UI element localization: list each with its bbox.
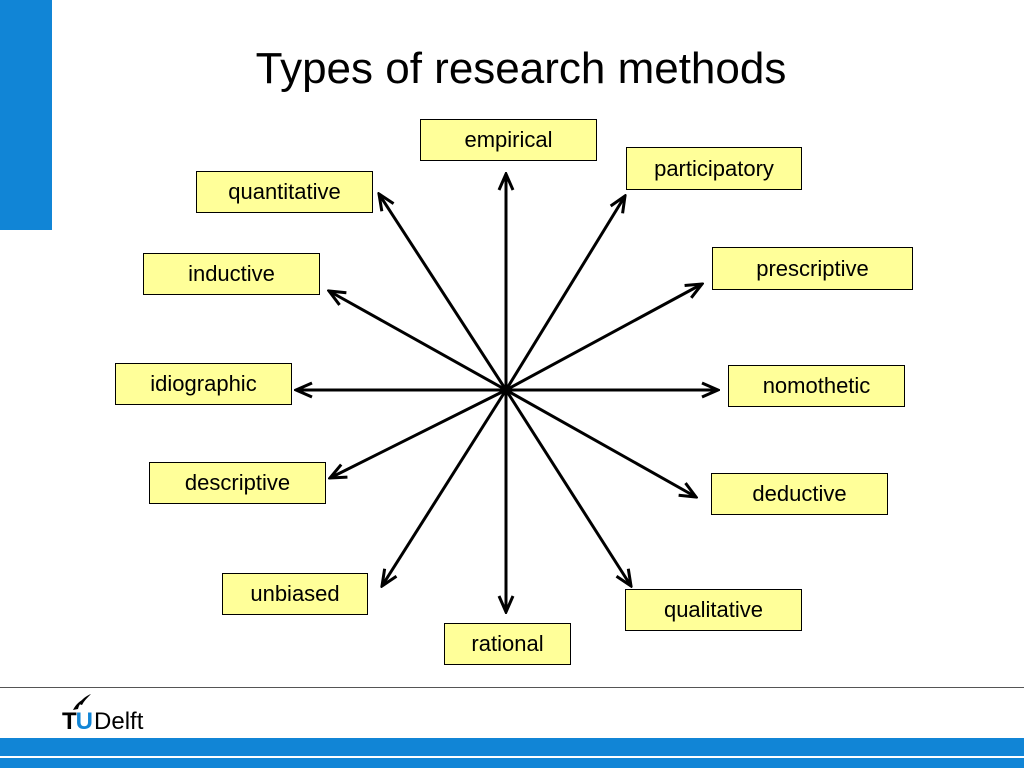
label-inductive: inductive (143, 253, 320, 295)
arrow-quantitative (379, 194, 508, 391)
label-descriptive: descriptive (149, 462, 326, 504)
footer-divider (0, 687, 1024, 688)
tudelft-logo: TU Delft (62, 690, 143, 736)
label-quantitative: quantitative (196, 171, 373, 213)
logo-t: T (62, 708, 77, 735)
arrow-unbiased (382, 389, 508, 586)
label-qualitative: qualitative (625, 589, 802, 631)
label-unbiased: unbiased (222, 573, 368, 615)
arrow-qualitative (504, 389, 631, 586)
flame-icon (73, 694, 91, 710)
arrow-deductive (505, 388, 696, 497)
label-idiographic: idiographic (115, 363, 292, 405)
bottom-stripe (0, 756, 1024, 758)
label-rational: rational (444, 623, 571, 665)
arrow-prescriptive (505, 284, 702, 392)
label-prescriptive: prescriptive (712, 247, 913, 290)
bottom-band (0, 738, 1024, 768)
logo-u: U (75, 708, 93, 735)
logo-delft: Delft (94, 708, 144, 735)
slide-title: Types of research methods (255, 44, 787, 93)
label-participatory: participatory (626, 147, 802, 190)
arrow-descriptive (330, 388, 507, 478)
label-deductive: deductive (711, 473, 888, 515)
arrow-inductive (329, 291, 507, 392)
arrow-diagram (0, 0, 1024, 680)
label-empirical: empirical (420, 119, 597, 161)
arrow-participatory (504, 196, 625, 391)
label-nomothetic: nomothetic (728, 365, 905, 407)
left-accent-bar (0, 0, 52, 230)
